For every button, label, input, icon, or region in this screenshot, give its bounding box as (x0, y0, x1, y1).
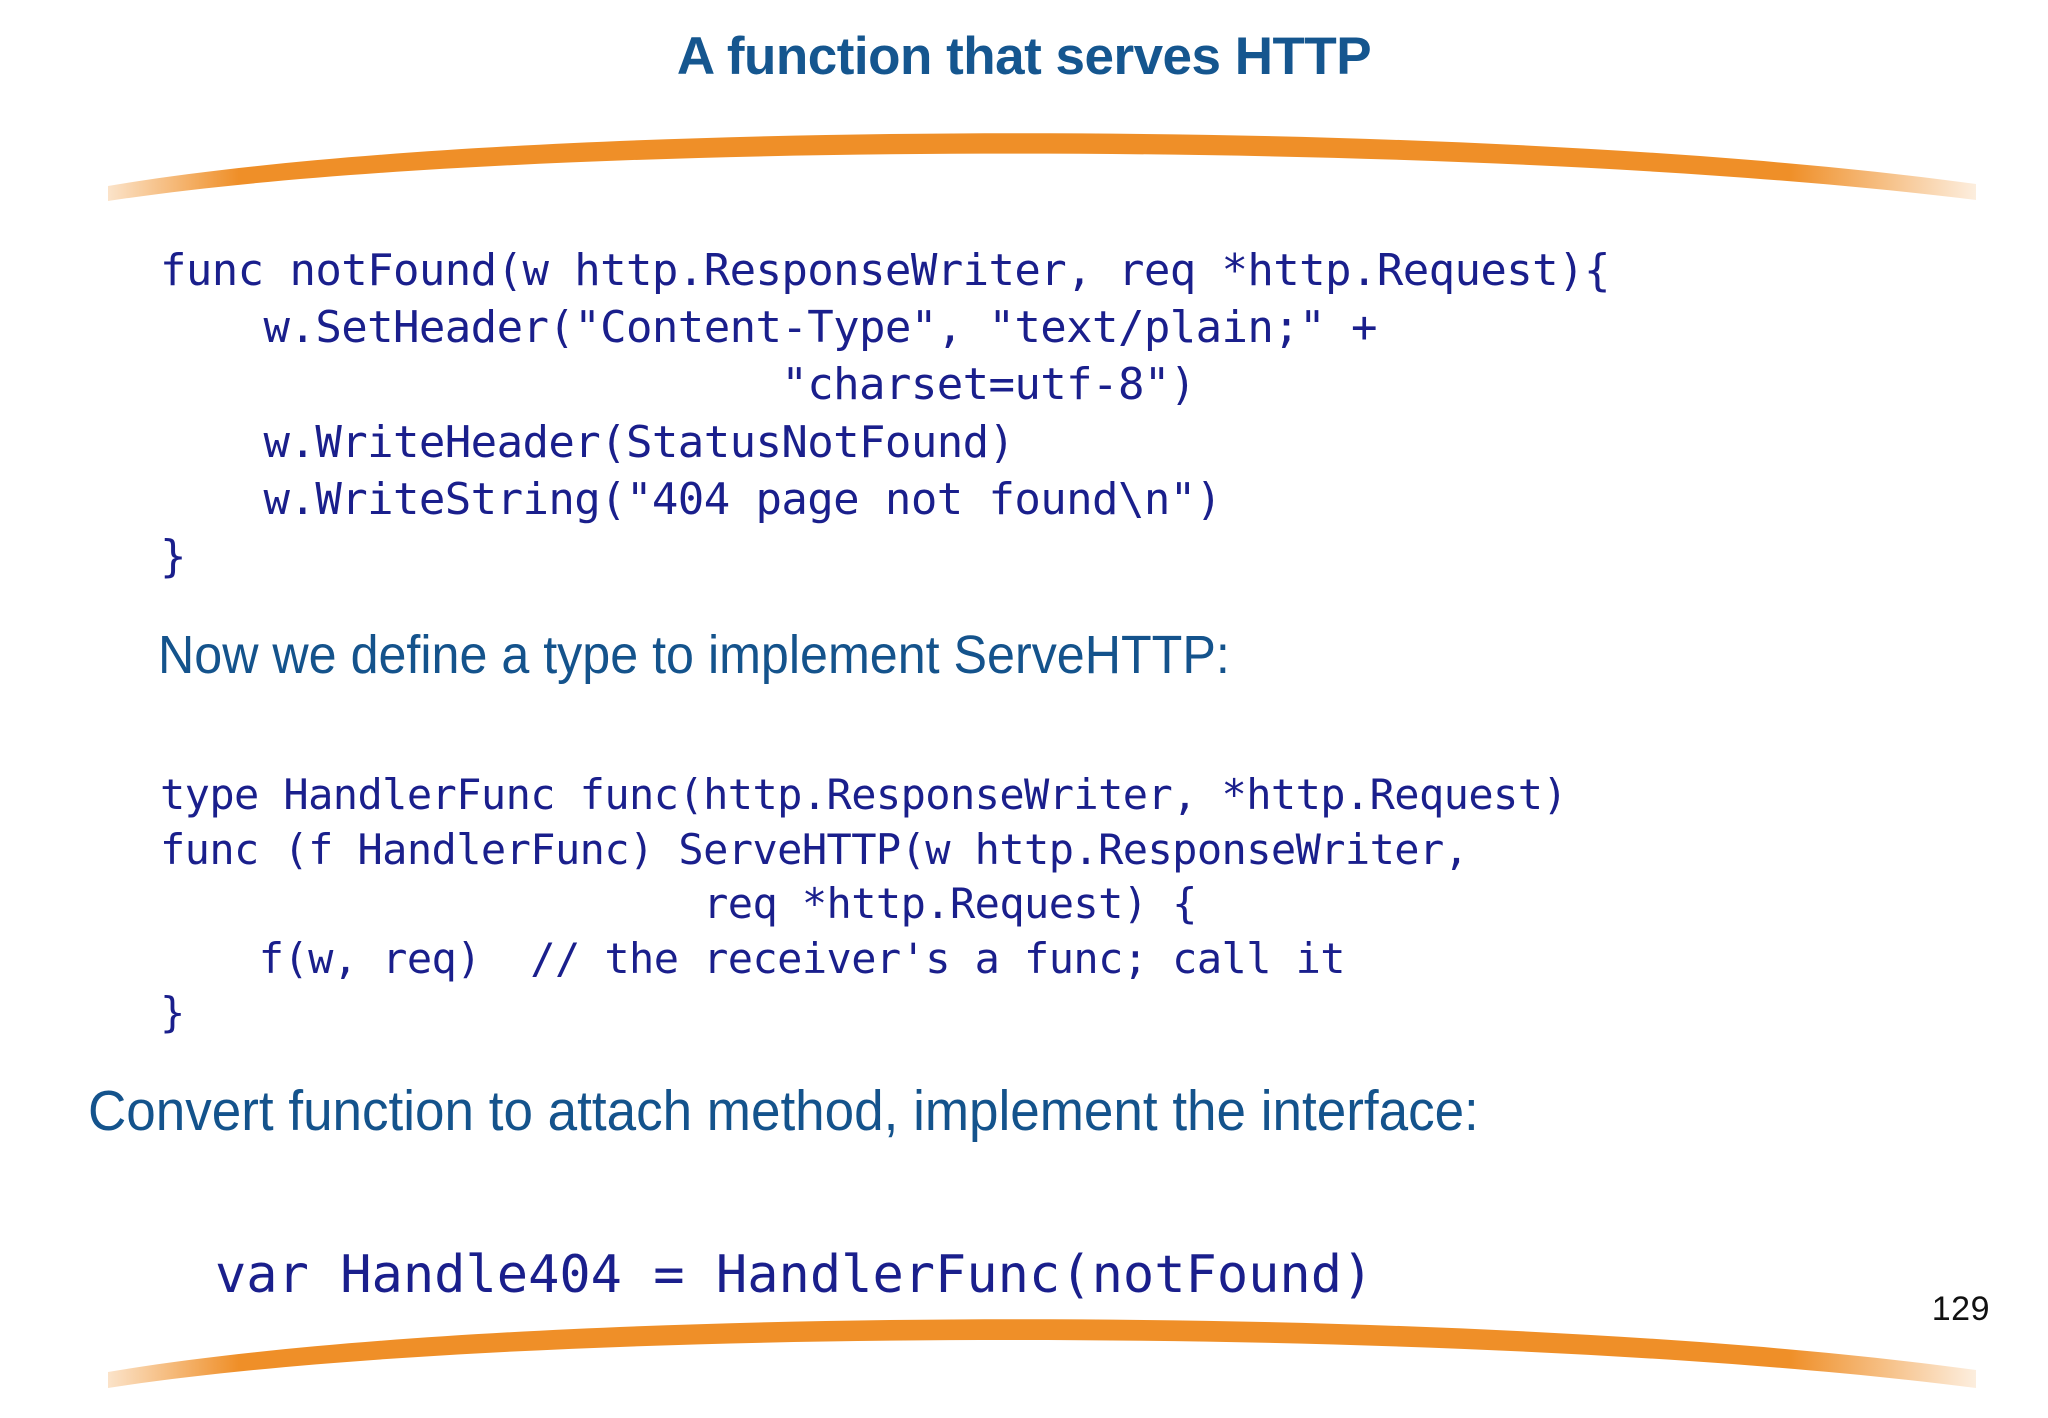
code-block-handler-func: type HandlerFunc func(http.ResponseWrite… (160, 770, 1568, 1038)
page-number: 129 (1931, 1290, 1990, 1328)
orange-arc-bottom-decoration (0, 1312, 2048, 1412)
orange-arc-top-decoration (0, 128, 2048, 208)
prose-line-convert-function: Convert function to attach method, imple… (88, 1079, 1479, 1143)
page-title: A function that serves HTTP (676, 27, 1372, 86)
code-block-handle404: var Handle404 = HandlerFunc(notFound) (215, 1245, 1374, 1305)
code-block-not-found: func notFound(w http.ResponseWriter, req… (160, 245, 1610, 582)
prose-line-define-type: Now we define a type to implement ServeH… (158, 625, 1230, 685)
